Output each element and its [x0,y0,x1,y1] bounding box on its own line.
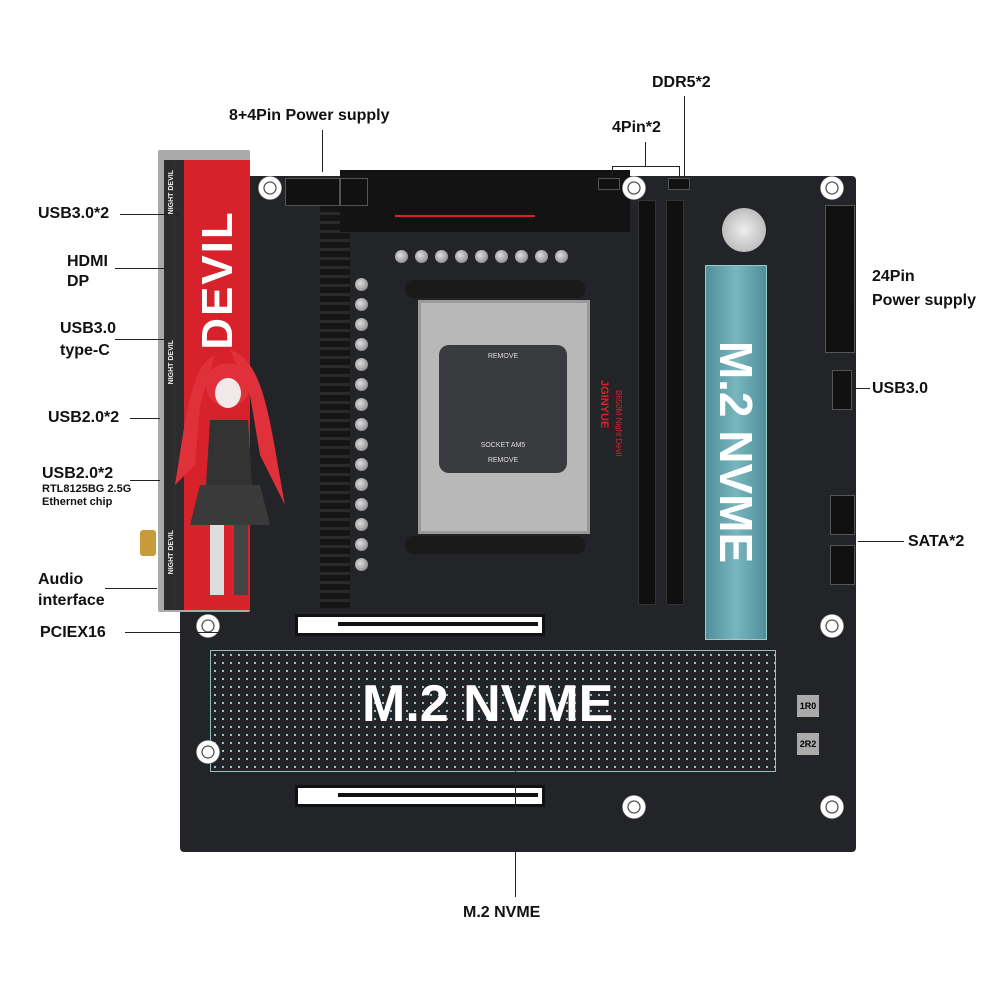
capacitor [355,538,368,551]
capacitor [495,250,508,263]
capacitor [415,250,428,263]
atx-24pin-connector [825,205,855,353]
mount-hole [820,795,844,819]
cmos-battery [722,208,766,252]
capacitor [355,558,368,571]
eps-4pin-connector [340,178,368,206]
m2-heatsink-vertical [705,265,767,640]
cooler-mount-bottom [405,536,585,554]
label-sata: SATA*2 [908,533,965,550]
label-usb20x2-a: USB2.0*2 [48,409,120,426]
label-usb30-typec: USB3.0 [60,320,117,337]
ddr5-slot-2 [666,200,684,605]
io-cover-small-text: NIGHT DEVIL [168,170,175,215]
capacitor [355,438,368,451]
label-hdmi: HDMI [67,253,108,270]
mount-hole [622,176,646,200]
io-cover-brand: DEVIL [193,210,243,350]
label-24pin: 24Pin [872,268,915,285]
capacitor [395,250,408,263]
capacitor [355,358,368,371]
capacitor [455,250,468,263]
capacitor [355,398,368,411]
capacitor [435,250,448,263]
inductor-2r2: 2R2 [797,733,819,755]
label-24pin-2: Power supply [872,292,977,309]
socket-cover: REMOVE SOCKET AM5 REMOVE [439,345,567,473]
ddr5-slot-1 [638,200,656,605]
socket-remove-text: REMOVE [487,353,519,360]
mount-hole [820,614,844,638]
sata-port-2 [830,545,855,585]
capacitor [355,378,368,391]
fan-header-1 [598,178,620,190]
anime-character-illustration [175,350,285,595]
label-ethernet-chip: RTL8125BG 2.5G [42,483,132,495]
label-m2-nvme: M.2 NVME [463,904,541,921]
capacitor [515,250,528,263]
sata-port-1 [830,495,855,535]
label-ethernet-chip-2: Ethernet chip [42,496,113,508]
mount-hole [196,740,220,764]
label-ddr5: DDR5*2 [652,74,711,91]
capacitor [355,478,368,491]
capacitor [355,318,368,331]
label-usb30x2: USB3.0*2 [38,205,110,222]
cooler-mount-top [405,280,585,298]
capacitor [355,418,368,431]
label-audio-2: interface [38,592,105,609]
label-dp: DP [67,273,90,290]
vrm-heatsink-left [320,196,350,608]
m2-vertical-text: M.2 NVME [710,340,762,564]
label-usb20x2-b: USB2.0*2 [42,465,114,482]
capacitor [355,298,368,311]
eps-8pin-connector [285,178,340,206]
label-4pin-fan: 4Pin*2 [612,119,661,136]
label-typec: type-C [60,342,110,359]
capacitor [355,458,368,471]
fan-header-2 [668,178,690,190]
capacitor [535,250,548,263]
mount-hole [622,795,646,819]
capacitor [355,338,368,351]
vrm-heatsink-top [340,170,630,232]
wifi-antenna-connector [140,530,156,556]
capacitor [355,278,368,291]
pcie-slot-bottom [295,785,545,807]
m2-heatsink-horizontal [210,650,776,772]
board-model: B650M Night Devil [614,390,623,457]
socket-remove-text: REMOVE [487,457,519,464]
label-audio: Audio [38,571,84,588]
label-8-4pin-power: 8+4Pin Power supply [229,107,390,124]
label-pciex16: PCIEX16 [40,624,106,641]
inductor-1r0: 1R0 [797,695,819,717]
capacitor [555,250,568,263]
usb30-header [832,370,852,410]
pcie-x16-slot [295,614,545,636]
mount-hole [258,176,282,200]
capacitor [355,498,368,511]
cpu-socket-am5: REMOVE SOCKET AM5 REMOVE [418,300,590,534]
board-brand: JGINYUE [598,380,610,429]
capacitor [475,250,488,263]
capacitor [355,518,368,531]
heatsink-red-accent [395,215,535,217]
mount-hole [196,614,220,638]
socket-name: SOCKET AM5 [480,442,526,449]
mount-hole [820,176,844,200]
label-usb30-header: USB3.0 [872,380,929,397]
m2-horizontal-text: M.2 NVME [362,675,614,733]
